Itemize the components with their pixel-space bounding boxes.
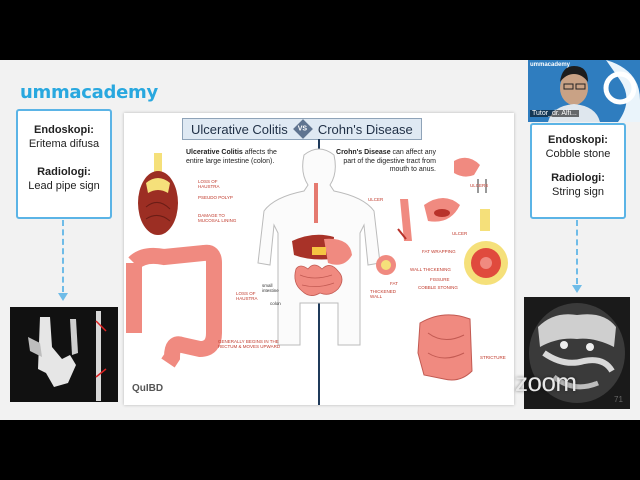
uc-connector-arrow [58,293,68,301]
label-colon: colon [270,301,281,306]
cd-endoskopi-label: Endoskopi: [548,134,608,146]
uc-vs-crohns-poster: Ulcerative Colitis VS Crohn's Disease Ul… [124,113,514,405]
cd-radiologi-value: String sign [552,186,604,198]
video-brand-logo: ummacademy [530,62,571,68]
uc-endoskopi-value: Eritema difusa [28,138,100,150]
cd-findings-card: Endoskopi: Cobble stone Radiologi: Strin… [530,123,626,219]
cd-xray-image [524,297,630,409]
cd-label-thickened-wall: THICKENED WALL [370,289,397,299]
uc-connector-line [62,220,64,292]
cd-connector-arrow [572,285,582,293]
cd-connector-line [576,220,578,284]
cd-label-fissure: FISSURE [430,277,450,282]
cd-label-cobble-stoning: COBBLE STONING [418,285,458,290]
participant-video-tile[interactable]: ummacademy Tutor_dr. Alfi... [528,60,640,122]
cd-label-fat: FAT [390,281,398,286]
uc-label-loss-haustra-2: LOSS OF HAUSTRA [236,291,258,301]
poster-illustration [126,139,508,405]
quibd-credit: QuIBD [132,383,164,394]
cd-radiologi-label: Radiologi: [551,172,605,184]
uc-findings-card: Endoskopi: Eritema difusa Radiologi: Lea… [16,109,112,219]
uc-endoskopi-label: Endoskopi: [34,124,94,136]
uc-radiologi-value: Lead pipe sign [28,180,100,192]
uc-label-loss-haustra-1: LOSS OF HAUSTRA [198,179,220,189]
presentation-slide: ummacademy Endoskopi: Eritema difusa Rad… [0,60,640,420]
cd-label-ulcer-stomach: ULCER [452,231,468,236]
participant-name: Tutor_dr. Alfi... [530,110,579,117]
cd-label-fat-wrapping: FAT WRAPPING [422,249,456,254]
poster-title-banner: Ulcerative Colitis VS Crohn's Disease [182,118,422,140]
cd-label-ulcers-top: ULCERS [470,183,489,188]
poster-title-cd: Crohn's Disease [317,121,413,137]
cd-label-wall-thickening: WALL THICKENING [410,267,451,272]
zoom-watermark: zoom [515,367,577,397]
cd-endoskopi-value: Cobble stone [545,148,611,160]
presenter-avatar [548,60,640,122]
uc-label-mucosal-damage: DAMAGE TO MUCOSAL LINING [198,213,237,223]
brand-logo: ummacademy [20,82,158,103]
cd-label-stricture: STRICTURE [480,355,506,360]
uc-description: Ulcerative Colitis affects the entire la… [186,149,277,165]
slide-page-number: 71 [614,395,623,404]
uc-label-pseudo-polyp: PSEUDO POLYP [198,195,233,200]
uc-radiologi-label: Radiologi: [37,166,91,178]
label-small-intestine: small intestine [262,283,279,293]
poster-title-uc: Ulcerative Colitis [191,121,288,137]
cd-label-ulcer-left: ULCER [368,197,384,202]
cd-description: Crohn's Disease can affect any part of t… [336,149,436,173]
uc-label-rectum-begin: GENERALLY BEGINS IN THE RECTUM & MOVES U… [218,339,281,349]
uc-xray-image [10,307,118,402]
